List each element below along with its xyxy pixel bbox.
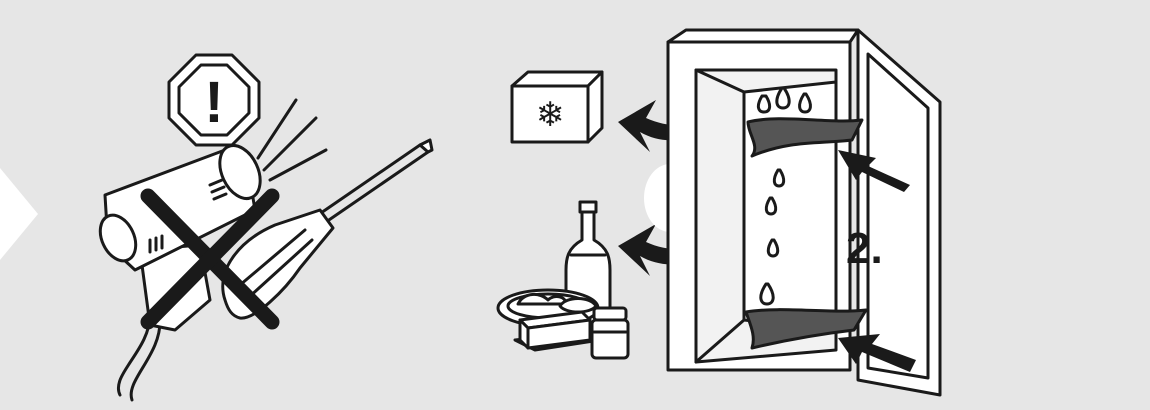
warning-symbol: ! — [204, 70, 223, 135]
refrigerator-icon — [668, 30, 940, 395]
jar-icon — [592, 308, 628, 358]
step2-label: 2. — [846, 224, 883, 273]
warning-icon: ! — [169, 55, 259, 145]
snowflake-icon: ❄ — [536, 95, 565, 135]
frozen-food-box-icon: ❄ — [512, 72, 602, 142]
butter-dish-icon — [515, 312, 600, 350]
